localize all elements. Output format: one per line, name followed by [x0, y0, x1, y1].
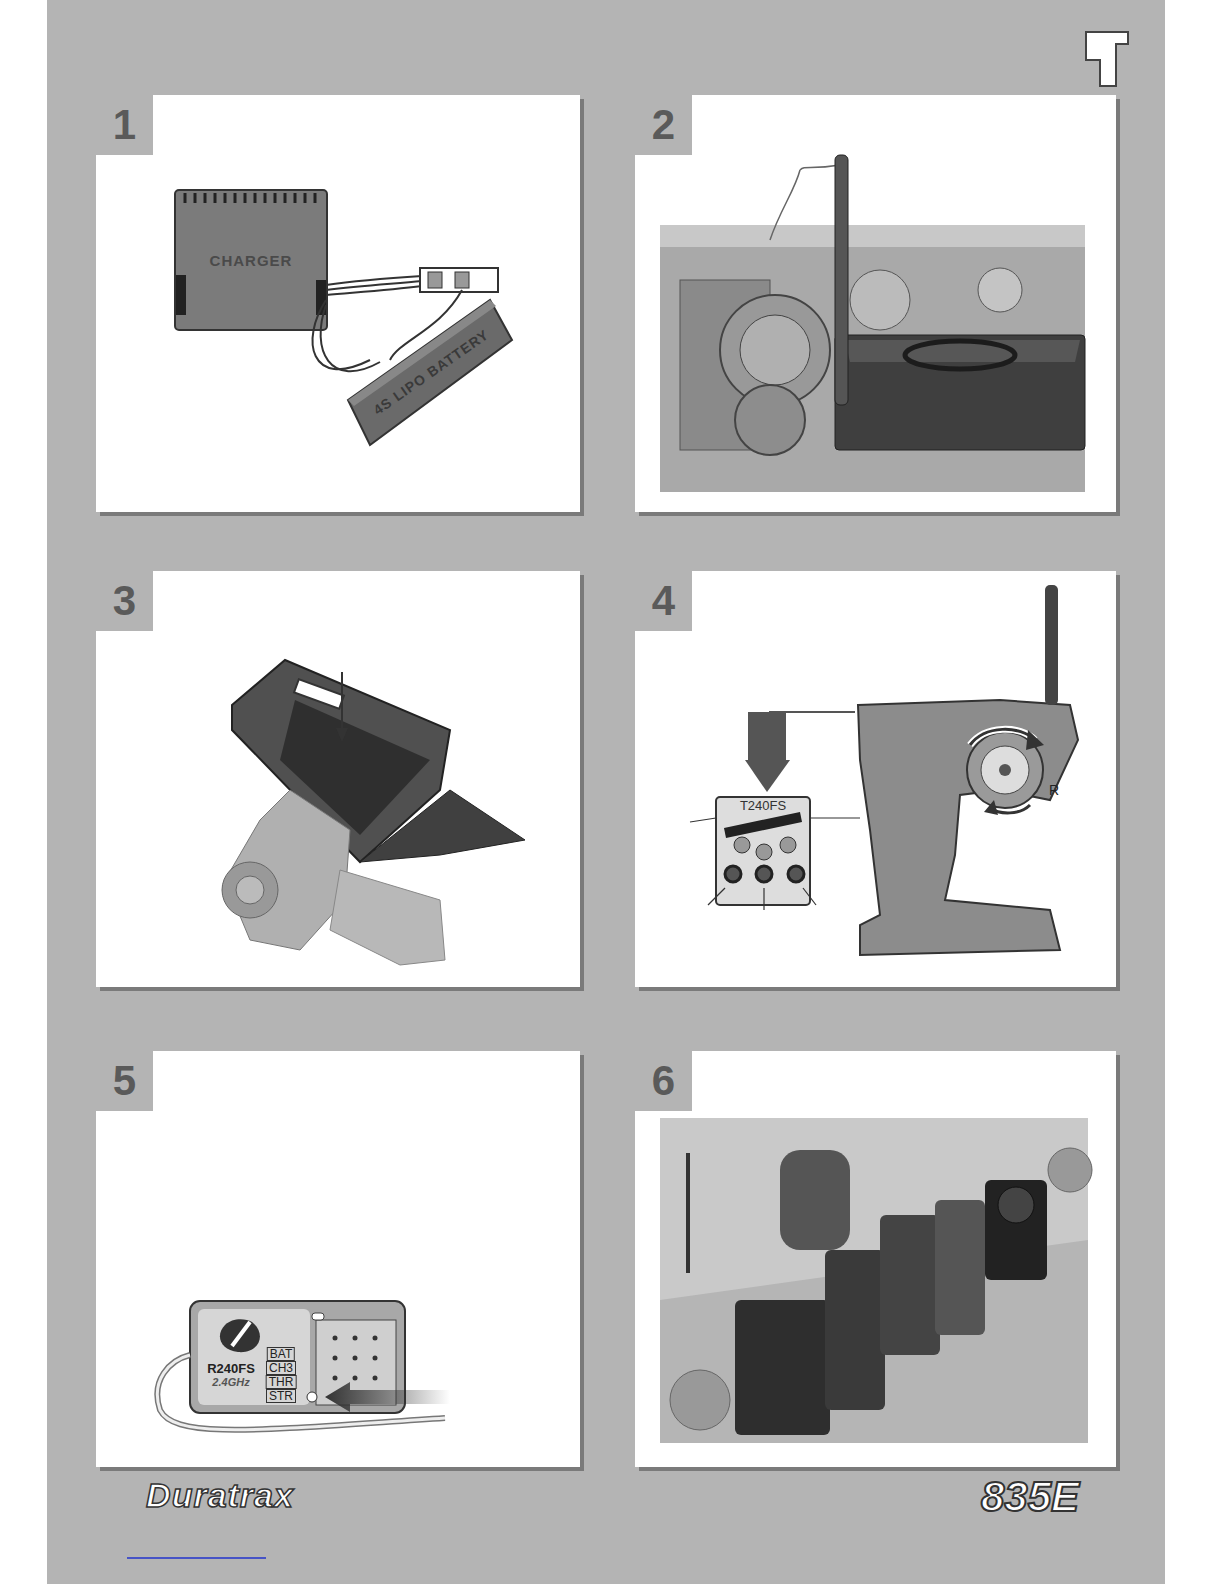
model-label: R240FS — [207, 1362, 255, 1375]
direction-label: R — [1049, 783, 1059, 797]
brand-logo: Duratrax — [146, 1478, 294, 1512]
step-panel: 1 — [96, 95, 580, 512]
port-label: STR — [266, 1389, 296, 1403]
step-panel: 3 — [96, 571, 580, 987]
step-number: 6 — [635, 1051, 692, 1111]
step-number: 1 — [96, 95, 153, 155]
step-panel: 4 — [635, 571, 1116, 987]
port-label: CH3 — [266, 1361, 296, 1375]
step-number: 5 — [96, 1051, 153, 1111]
step-number: 2 — [635, 95, 692, 155]
model-label: T240FS — [740, 799, 786, 812]
step-panel: 2 — [635, 95, 1116, 512]
frequency-label: 2.4GHz — [212, 1377, 249, 1388]
model-logo: 835E — [981, 1476, 1079, 1518]
port-label: THR — [266, 1375, 297, 1389]
step-panel: 5 — [96, 1051, 580, 1467]
port-label: BAT — [267, 1347, 295, 1361]
step-number: 3 — [96, 571, 153, 631]
step-panel: 6 — [635, 1051, 1116, 1467]
step-number: 4 — [635, 571, 692, 631]
device-label: CHARGER — [210, 253, 293, 268]
